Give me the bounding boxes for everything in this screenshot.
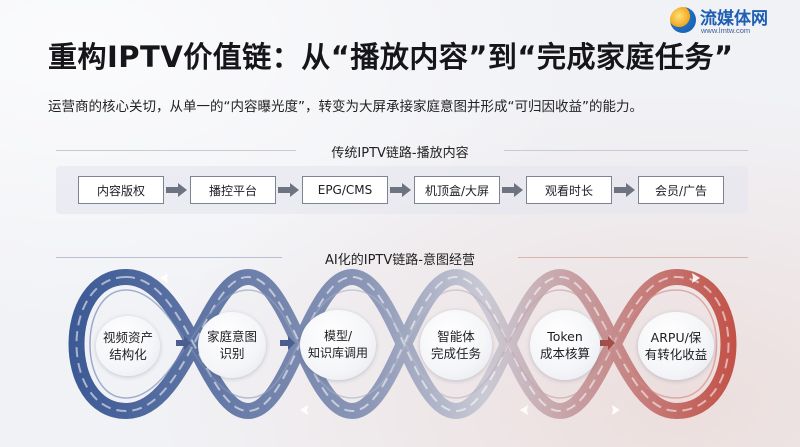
logo-url: www.lmtw.com <box>701 26 751 35</box>
ai-node-label: 家庭意图 识别 <box>206 329 257 361</box>
ai-divider-left <box>56 257 282 258</box>
trad-step-broadcast-control: 播控平台 <box>190 176 276 204</box>
arrow-right-icon <box>502 183 523 197</box>
trad-step-content-rights: 内容版权 <box>78 176 164 204</box>
traditional-divider-right <box>504 150 748 151</box>
ai-heading: AI化的IPTV链路-意图经营 <box>325 253 475 268</box>
arrow-right-icon <box>614 183 635 197</box>
ai-node-label: 智能体 完成任务 <box>430 329 481 361</box>
ai-node-agent-task: 智能体 完成任务 <box>420 310 492 380</box>
page-title: 重构IPTV价值链：从“播放内容”到“完成家庭任务” <box>48 40 734 74</box>
traditional-heading: 传统IPTV链路-播放内容 <box>331 146 469 161</box>
arrow-right-icon <box>278 183 299 197</box>
logo-globe-icon <box>670 7 696 33</box>
subtitle: 运营商的核心关切，从单一的“内容曝光度”，转变为大屏承接家庭意图并形成“可归因收… <box>48 99 643 115</box>
ai-divider-right <box>518 257 748 258</box>
traditional-divider-left <box>56 150 296 151</box>
ai-node-label: 视频资产 结构化 <box>102 330 153 362</box>
trad-step-set-top-box: 机顶盒/大屏 <box>414 176 500 204</box>
arrow-right-icon <box>390 183 411 197</box>
brand-logo: 流媒体网 www.lmtw.com <box>670 4 790 38</box>
ai-node-label: 模型/ 知识库调用 <box>307 329 368 360</box>
ai-node-family-intent: 家庭意图 识别 <box>198 312 266 378</box>
trad-step-epg-cms: EPG/CMS <box>302 176 388 204</box>
ai-node-label: Token 成本核算 <box>539 329 590 361</box>
trad-step-membership-ads: 会员/广告 <box>638 176 724 204</box>
ai-node-video-assets: 视频资产 结构化 <box>96 316 160 376</box>
logo-name: 流媒体网 <box>700 9 768 29</box>
ai-node-arpu-revenue: ARPU/保 有转化收益 <box>638 312 714 380</box>
ai-node-model-knowledge: 模型/ 知识库调用 <box>300 310 376 380</box>
arrow-right-icon <box>166 183 187 197</box>
ai-node-token-cost: Token 成本核算 <box>530 310 600 380</box>
ai-node-label: ARPU/保 有转化收益 <box>644 330 708 362</box>
trad-step-watch-time: 观看时长 <box>526 176 612 204</box>
